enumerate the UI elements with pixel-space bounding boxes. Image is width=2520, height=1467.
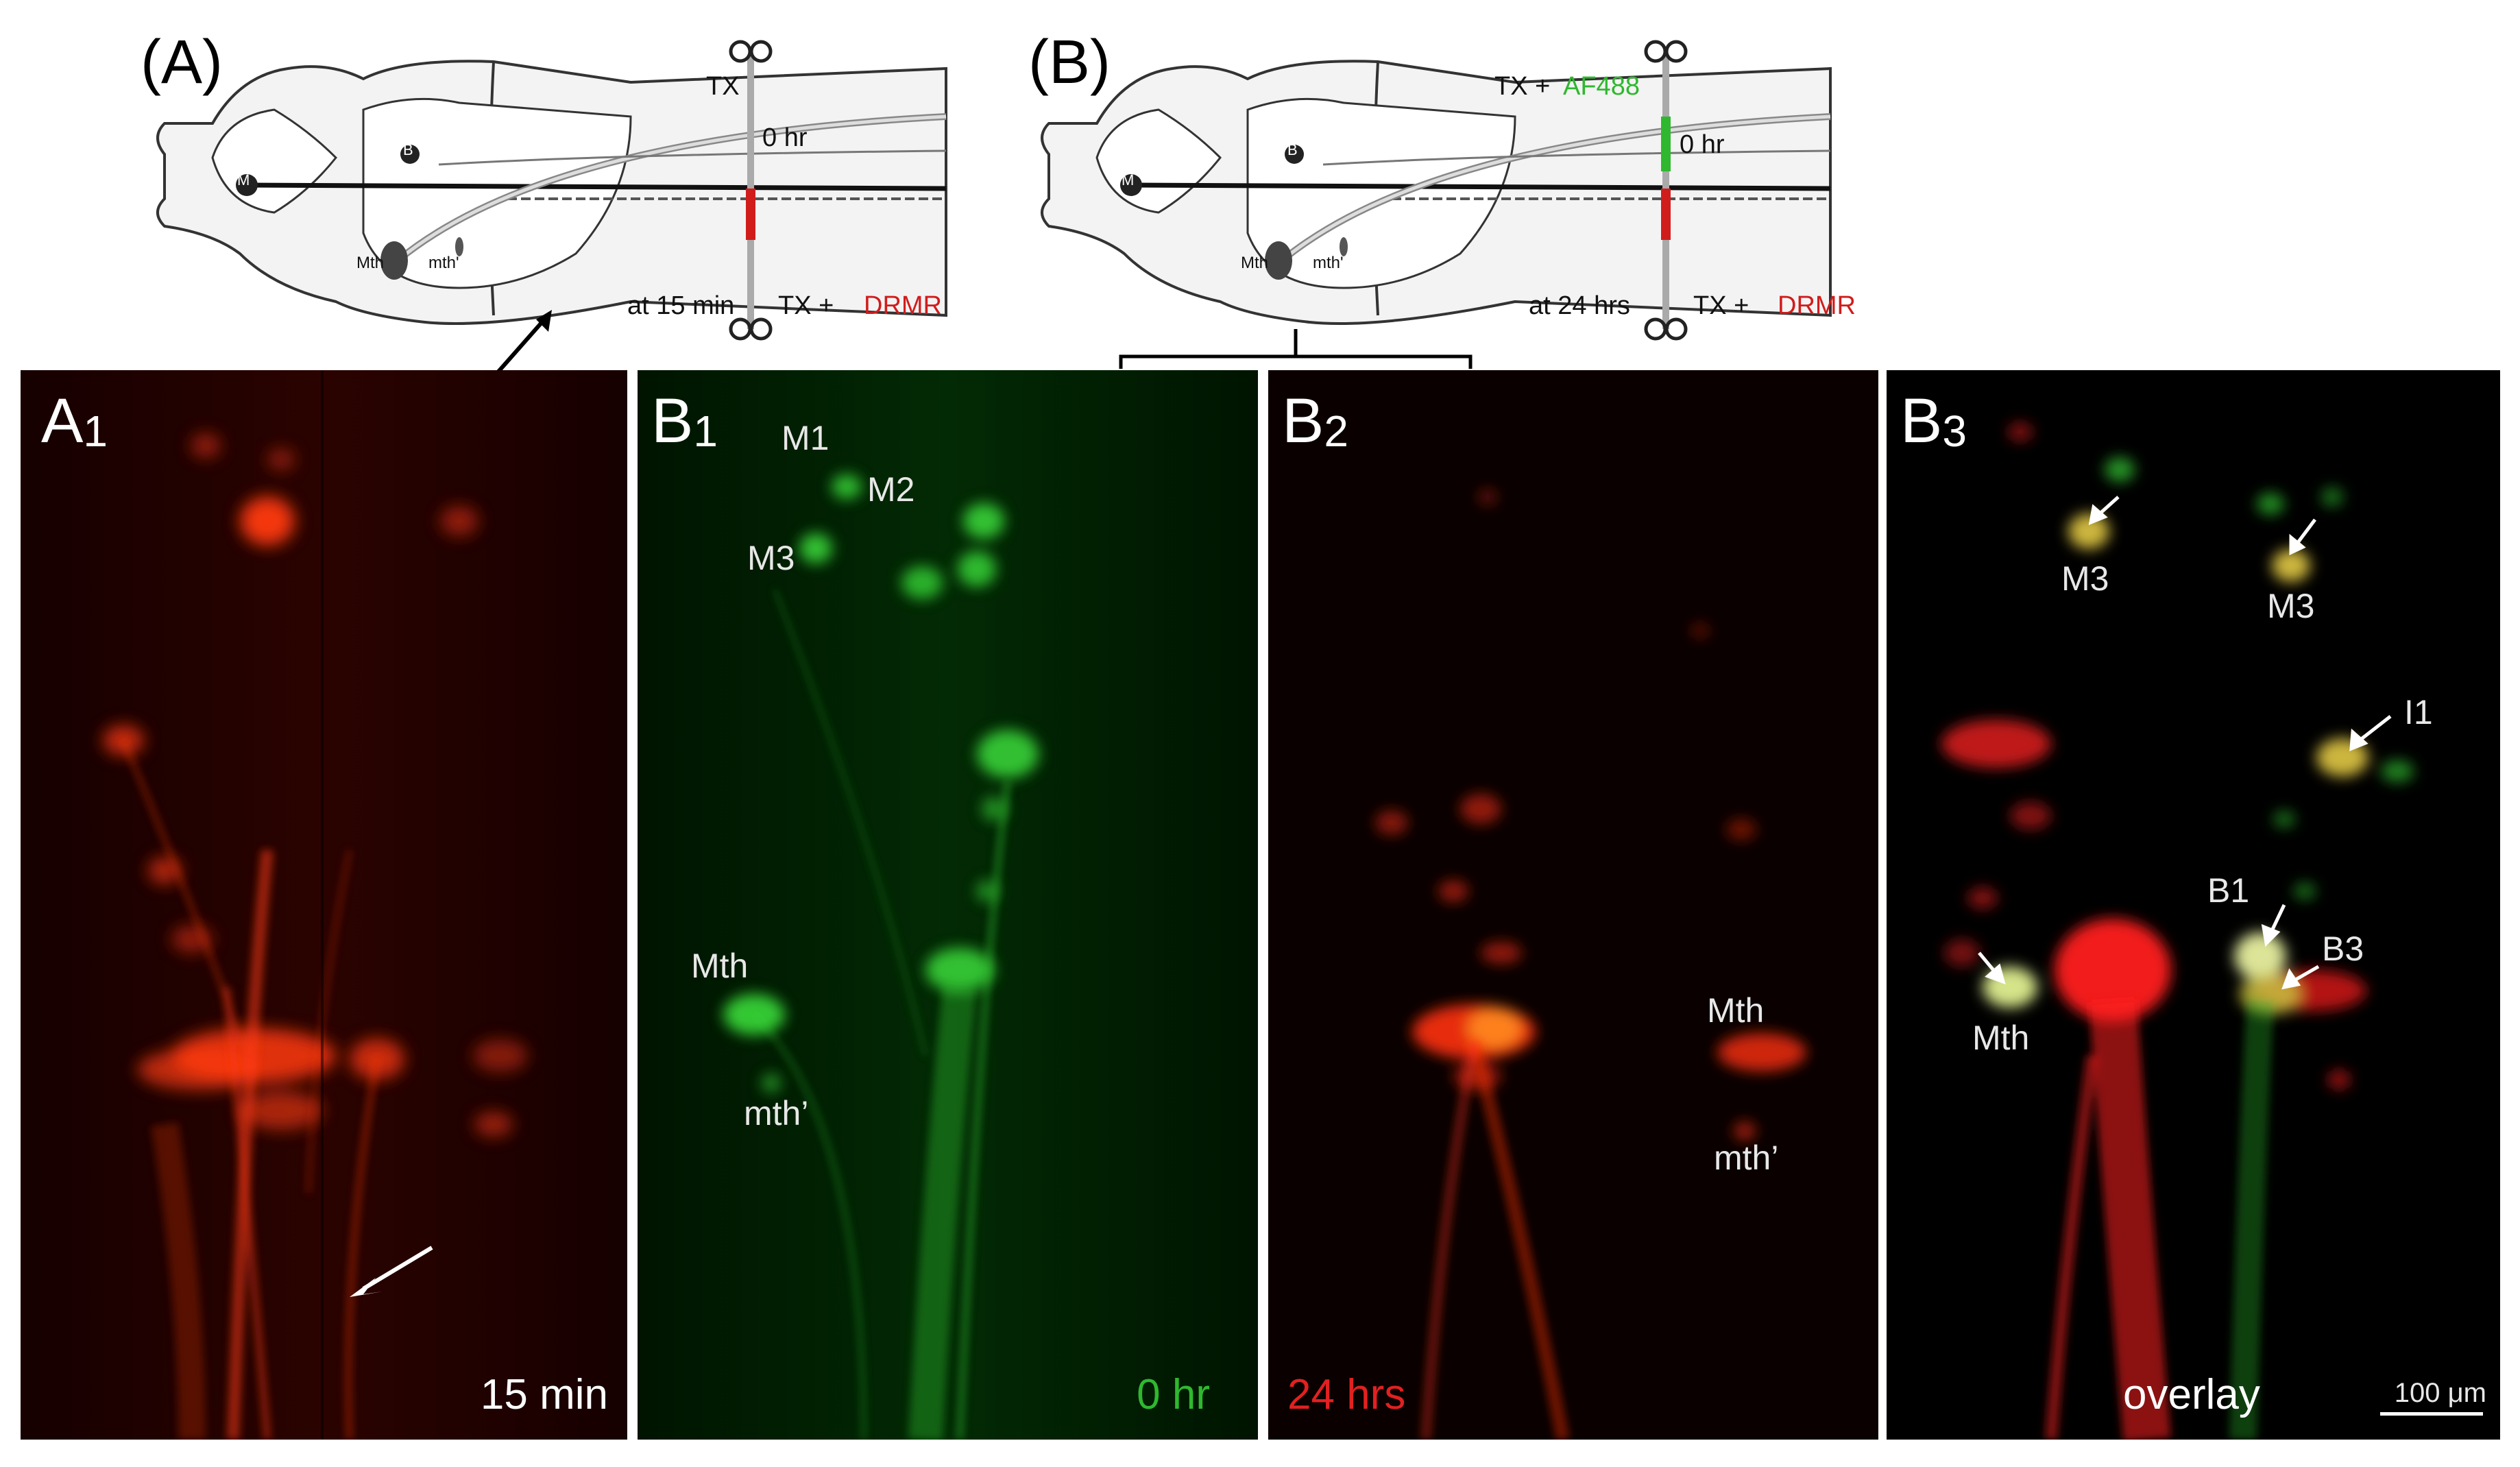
time-label-a1: 15 min <box>480 1371 608 1418</box>
cell-mth-label: Mth <box>1241 254 1269 272</box>
cell-label-mth-prime: mth’ <box>1714 1139 1779 1177</box>
diagram-b-top-tx: TX + <box>1494 72 1558 101</box>
diagram-a-arrow-icon <box>492 310 552 378</box>
m-cell-icon <box>236 174 258 196</box>
cell-label-m3-right: M3 <box>2267 587 2315 625</box>
diagram-a: M B Mth mth' TX 0 hr at 15 min TX + DRMR <box>137 27 1028 350</box>
scale-bar <box>2380 1412 2483 1416</box>
panel-b1: B1 M1 M2 M3 Mth mth’ 0 hr <box>638 370 1258 1440</box>
diagram-a-bottom-dye: DRMR <box>864 291 942 320</box>
cell-label-m2: M2 <box>867 470 915 509</box>
cell-label-b3: B3 <box>2322 930 2364 968</box>
panel-label-b2: B2 <box>1282 386 1348 456</box>
diagram-a-tx-label: TX <box>706 72 740 101</box>
b-cell-icon <box>400 145 420 164</box>
cell-label-i1: I1 <box>2404 693 2433 731</box>
panel-a1: A1 15 min <box>21 370 627 1440</box>
cell-label-b1: B1 <box>2207 871 2250 910</box>
time-label-b3: overlay <box>2123 1371 2260 1418</box>
micrograph-b3 <box>1887 370 2500 1440</box>
time-label-b2: 24 hrs <box>1287 1371 1406 1418</box>
diagram-b-time-label: 0 hr <box>1680 130 1725 159</box>
diagram-b: M B Mth mth' TX + AF488 0 hr at 24 hrs T… <box>1021 27 1913 350</box>
micrograph-b1 <box>638 370 1258 1440</box>
cell-label-m3-left: M3 <box>2061 559 2109 598</box>
diagram-b-label: (B) <box>1028 28 1111 97</box>
cell-label-mth: Mth <box>1707 991 1765 1030</box>
diagram-b-bottom-prefix: at 24 hrs <box>1529 291 1630 320</box>
cell-mth-prime-label: mth' <box>428 254 459 272</box>
cell-label-m1: M1 <box>782 419 829 457</box>
cell-label-mth: Mth <box>1972 1019 2030 1057</box>
panel-b3: B3 M3 M3 I1 B1 B3 Mth overlay 100 μm <box>1887 370 2500 1440</box>
micrograph-b2 <box>1268 370 1878 1440</box>
cell-mth-label: Mth <box>356 254 385 272</box>
cell-mth-prime-label: mth' <box>1313 254 1344 272</box>
brain-schematic-b <box>1021 27 1913 350</box>
cell-b-label: B <box>403 141 413 158</box>
cell-label-mth: Mth <box>691 947 749 985</box>
diagram-a-label: (A) <box>141 28 223 97</box>
cell-m-label: M <box>237 171 250 189</box>
micrograph-a1 <box>21 370 627 1440</box>
diagram-b-bottom-dye: DRMR <box>1778 291 1856 320</box>
cell-label-m3: M3 <box>747 539 795 577</box>
time-label-b1: 0 hr <box>1137 1371 1210 1418</box>
diagram-a-bottom-prefix: at 15 min <box>627 291 735 320</box>
diagram-a-bottom-tx: TX + <box>778 291 841 320</box>
diagram-b-top-dye: AF488 <box>1563 72 1640 101</box>
arrow-icon <box>350 1246 433 1297</box>
scale-bar-label: 100 μm <box>2394 1378 2486 1408</box>
diagram-a-time-label: 0 hr <box>762 123 808 152</box>
panel-label-b1: B1 <box>651 386 718 456</box>
cell-m-label: M <box>1122 171 1135 189</box>
cell-label-mth-prime: mth’ <box>744 1094 809 1132</box>
panel-label-a1: A1 <box>41 386 108 456</box>
cell-b-label: B <box>1287 141 1298 158</box>
panel-label-b3: B3 <box>1900 386 1967 456</box>
overlay-arrows <box>1978 496 2392 990</box>
diagram-b-bracket <box>1119 329 1473 369</box>
diagram-b-bottom-tx: TX + <box>1693 291 1756 320</box>
panel-b2: B2 Mth mth’ 24 hrs <box>1268 370 1878 1440</box>
mth-cell-icon <box>380 241 408 280</box>
